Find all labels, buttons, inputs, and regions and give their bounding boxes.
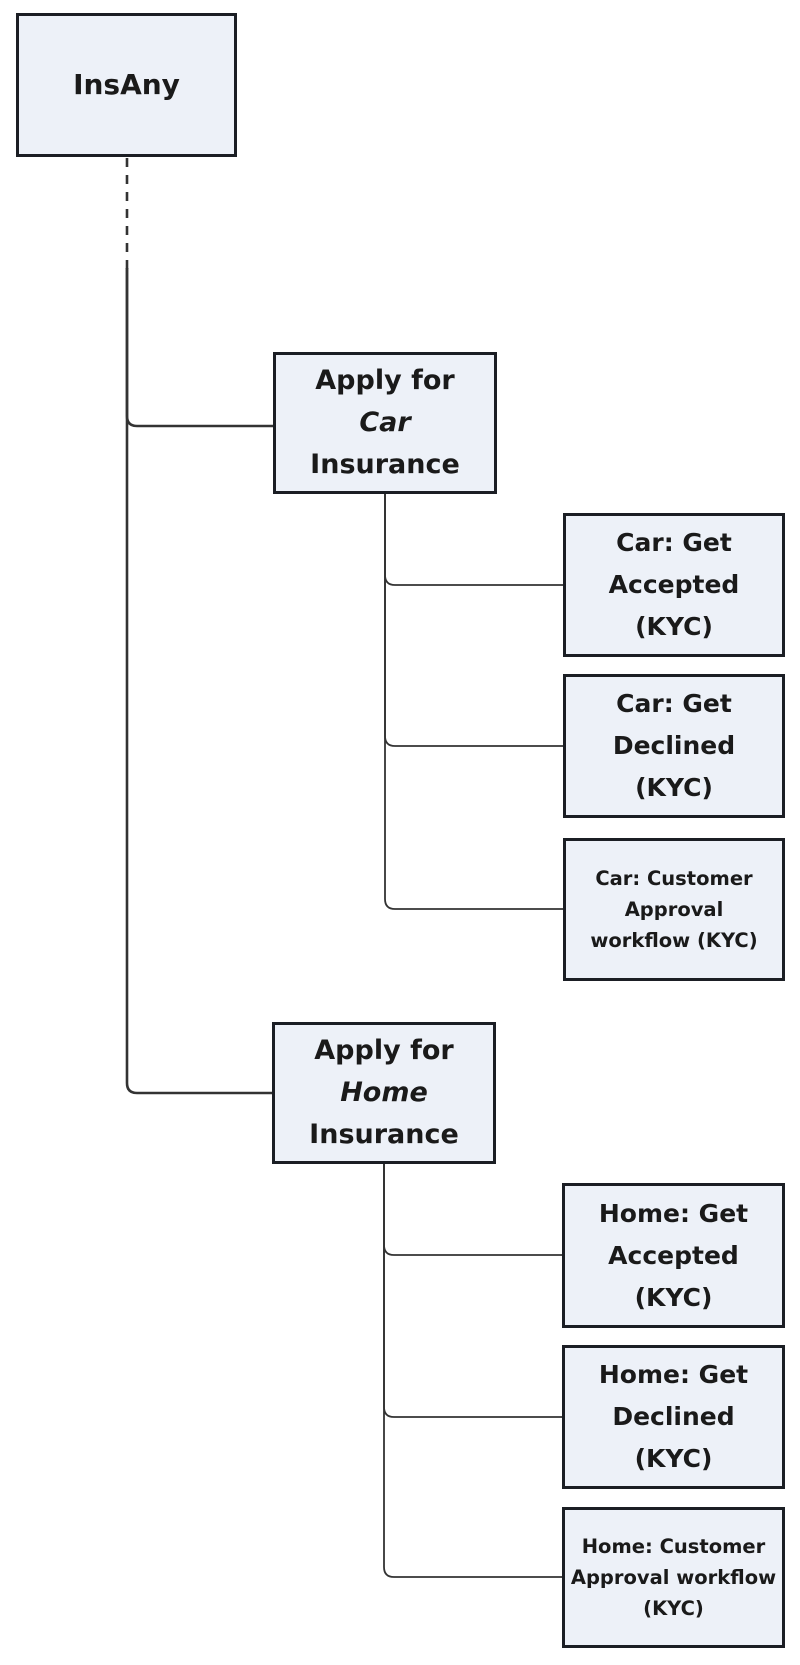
node-label-line: Apply for: [315, 365, 455, 396]
edge-car-approval: [384, 494, 563, 910]
node-insany: InsAny: [16, 13, 237, 157]
node-label-line: (KYC): [634, 1444, 713, 1473]
edge-car-accepted: [384, 494, 563, 586]
edge-home-approval: [383, 1164, 562, 1578]
node-label-line-italic: Car: [359, 407, 411, 438]
edge-car-declined: [384, 494, 563, 747]
node-apply-home-insurance: Apply for Home Insurance: [272, 1022, 496, 1164]
node-apply-car-insurance: Apply for Car Insurance: [273, 352, 497, 494]
node-home-get-declined-kyc: Home: Get Declined (KYC): [562, 1345, 785, 1489]
node-car-get-declined-kyc: Car: Get Declined (KYC): [563, 674, 785, 818]
node-label-line: Home: Get: [598, 1360, 749, 1389]
node-home-get-accepted-kyc: Home: Get Accepted (KYC): [562, 1183, 785, 1328]
node-label-line: Home: Customer: [581, 1535, 766, 1558]
node-car-get-accepted-kyc: Car: Get Accepted (KYC): [563, 513, 785, 657]
node-label-line: Declined: [612, 1402, 735, 1431]
node-label-line: (KYC): [634, 1282, 713, 1312]
node-label-line: (KYC): [643, 1597, 704, 1620]
node-home-customer-approval-workflow-kyc: Home: Customer Approval workflow (KYC): [562, 1507, 785, 1648]
node-label-line: (KYC): [635, 773, 713, 802]
node-label-line: Apply for: [314, 1035, 454, 1066]
node-label-line: workflow (KYC): [590, 929, 758, 952]
edge-home-declined: [383, 1164, 562, 1418]
node-label-line: Home: Get: [598, 1198, 749, 1228]
node-label-line: Car: Get: [616, 689, 732, 718]
node-car-customer-approval-workflow-kyc: Car: Customer Approval workflow (KYC): [563, 838, 785, 981]
edge-home-accepted: [383, 1164, 562, 1256]
node-label-line-italic: Home: [340, 1077, 428, 1108]
node-label-line: Approval workflow: [570, 1566, 777, 1589]
node-label: InsAny: [73, 68, 180, 101]
node-label-line: Accepted: [608, 570, 740, 599]
node-label-line: Car: Get: [616, 528, 732, 557]
node-label-line: Insurance: [310, 449, 460, 480]
node-label-line: (KYC): [635, 612, 713, 641]
node-label-line: Declined: [612, 731, 736, 760]
node-label-line: Car: Customer: [595, 867, 753, 890]
edge-insany-apply-home: [125, 268, 272, 1095]
node-label-line: Approval: [624, 898, 724, 921]
node-label-line: Insurance: [309, 1119, 459, 1150]
node-label-line: Accepted: [608, 1240, 739, 1270]
edge-insany-apply-car: [125, 268, 273, 428]
